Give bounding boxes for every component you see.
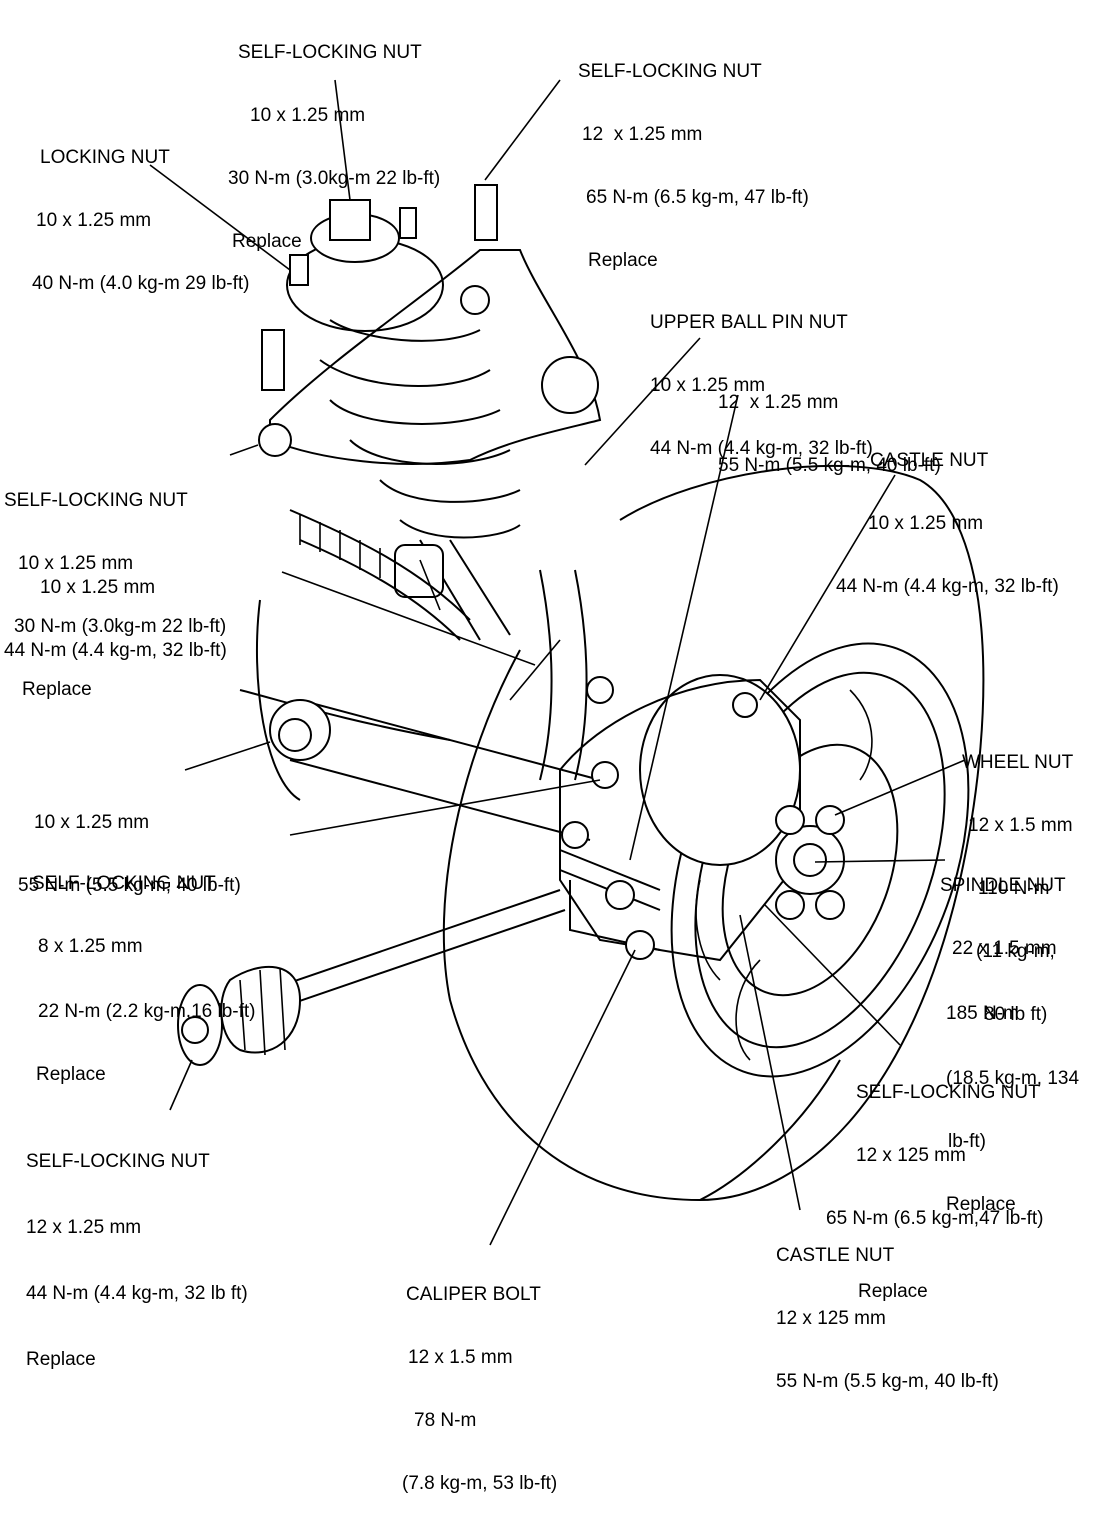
label-left-bolt-44: 10 x 1.25 mm 44 N-m (4.4 kg-m, 32 lb-ft) xyxy=(4,535,227,682)
label-title: LOCKING NUT xyxy=(40,147,170,168)
hub-knuckle xyxy=(559,674,845,962)
label-torque: 110 N-m xyxy=(978,878,1050,899)
leader-lines xyxy=(149,79,966,1246)
label-left-self-locking-nut: SELF-LOCKING NUT 10 x 1.25 mm 30 N-m (3.… xyxy=(4,448,226,721)
label-size: 10 x 1.25 mm xyxy=(650,375,766,396)
label-torque: 30 N-m (3.0kg-m 22 lb-ft) xyxy=(14,616,227,637)
label-note: Replace xyxy=(232,231,302,252)
label-size: 8 x 1.25 mm xyxy=(38,936,143,957)
label-torque: 44 N-m (4.4 kg-m, 32 lb-ft) xyxy=(4,640,227,661)
label-size: 12 x 125 mm xyxy=(856,1145,966,1166)
label-torque: 44 N-m (4.4 kg-m, 32 lb-ft) xyxy=(650,438,873,459)
label-torque: 55 N-m (5.5 kg-m, 40 lb-ft) xyxy=(718,455,941,476)
label-torque: 55 N-m (5.5 kg-m, 40 lb-ft) xyxy=(776,1371,999,1392)
label-size: 10 x 1.25 mm xyxy=(18,553,134,574)
label-size: 12 x 1.5 mm xyxy=(408,1347,513,1368)
label-title: WHEEL NUT xyxy=(962,752,1074,773)
label-torque: 55 N-m (5.5 kg-m, 40 lb-ft) xyxy=(18,875,241,896)
label-size: 12 x 1.25 mm xyxy=(582,124,703,145)
label-caliper-bolt: CALIPER BOLT 12 x 1.5 mm 78 N-m (7.8 kg-… xyxy=(402,1242,557,1515)
label-torque: 78 N-m xyxy=(414,1410,477,1431)
label-torque-kg: (7.8 kg-m, 53 lb-ft) xyxy=(402,1473,558,1494)
label-size: 12 x 1.25 mm xyxy=(26,1217,142,1238)
label-title: SPINDLE NUT xyxy=(940,875,1066,896)
label-torque: 65 N-m (6.5 kg-m, 47 lb-ft) xyxy=(586,187,809,208)
label-torque: 40 N-m (4.0 kg-m 29 lb-ft) xyxy=(32,273,250,294)
label-right-self-locking-nut: SELF-LOCKING NUT 12 x 125 mm 65 N-m (6.5… xyxy=(826,1040,1044,1323)
label-title: CASTLE NUT xyxy=(776,1245,895,1266)
label-self-locking-nut-8: SELF-LOCKING NUT 8 x 1.25 mm 22 N-m (2.2… xyxy=(32,831,256,1106)
label-bottom-self-locking-nut: SELF-LOCKING NUT 12 x 1.25 mm 44 N-m (4.… xyxy=(26,1109,248,1391)
label-note: Replace xyxy=(946,1194,1016,1215)
label-title: SELF-LOCKING NUT xyxy=(238,42,422,63)
label-note: Replace xyxy=(22,679,92,700)
label-left-bolt-55: 10 x 1.25 mm 55 N-m (5.5 kg-m, 40 lb-ft) xyxy=(18,770,241,917)
label-title: SELF-LOCKING NUT xyxy=(4,490,188,511)
label-top-self-locking-nut: SELF-LOCKING NUT 10 x 1.25 mm 30 N-m (3.… xyxy=(228,0,440,273)
label-upper-ball-pin-nut: UPPER BALL PIN NUT 10 x 1.25 mm 44 N-m (… xyxy=(650,270,873,480)
label-size: 10 x 1.25 mm xyxy=(34,812,150,833)
label-size: 12 x 1.25 mm xyxy=(718,392,839,413)
label-bolt-12-55: 12 x 1.25 mm 55 N-m (5.5 kg-m, 40 lb-ft) xyxy=(718,350,941,497)
label-title: CALIPER BOLT xyxy=(406,1284,541,1305)
label-size: 10 x 1.25 mm xyxy=(40,577,156,598)
label-torque-lb: lb-ft) xyxy=(948,1131,986,1152)
label-size: 12 x 1.5 mm xyxy=(968,815,1073,836)
label-torque: 22 N-m (2.2 kg-m,16 lb-ft) xyxy=(38,1001,256,1022)
suspension-diagram xyxy=(149,79,985,1246)
label-locking-nut: LOCKING NUT 10 x 1.25 mm 40 N-m (4.0 kg-… xyxy=(32,105,250,315)
label-note: Replace xyxy=(26,1349,96,1370)
label-wheel-nut: WHEEL NUT 12 x 1.5 mm 110 N-m (11 kg-m, … xyxy=(962,710,1073,1046)
lower-arm-and-links xyxy=(239,569,661,911)
label-size: 12 x 125 mm xyxy=(776,1308,886,1329)
drive-shaft xyxy=(177,889,566,1066)
label-note: Replace xyxy=(588,250,658,271)
label-title: CASTLE NUT xyxy=(870,450,989,471)
label-torque: 185 N-m xyxy=(946,1003,1019,1024)
label-title: UPPER BALL PIN NUT xyxy=(650,312,848,333)
label-note: Replace xyxy=(858,1281,928,1302)
label-castle-nut-upper: CASTLE NUT 10 x 1.25 mm 44 N-m (4.4 kg-m… xyxy=(836,408,1059,618)
upper-control-arm xyxy=(258,184,602,465)
label-size: 10 x 1.25 mm xyxy=(868,513,984,534)
stabilizer-bar xyxy=(289,509,471,641)
label-torque: 44 N-m (4.4 kg-m, 32 lb-ft) xyxy=(836,576,1059,597)
label-size: 10 x 1.25 mm xyxy=(250,105,366,126)
label-torque-kg: (18.5 kg-m, 134 xyxy=(946,1068,1080,1089)
label-torque-kg: (11 kg-m, xyxy=(976,941,1055,962)
label-castle-nut-lower: CASTLE NUT 12 x 125 mm 55 N-m (5.5 kg-m,… xyxy=(776,1203,999,1413)
label-size: 22 x 1.5 mm xyxy=(952,938,1057,959)
label-note: Replace xyxy=(36,1064,106,1085)
label-top-right-self-locking-nut: SELF-LOCKING NUT 12 x 1.25 mm 65 N-m (6.… xyxy=(578,19,809,292)
label-title: SELF-LOCKING NUT xyxy=(32,873,216,894)
label-title: SELF-LOCKING NUT xyxy=(578,61,762,82)
label-torque: 65 N-m (6.5 kg-m,47 lb-ft) xyxy=(826,1208,1044,1229)
label-title: SELF-LOCKING NUT xyxy=(856,1082,1040,1103)
label-size: 10 x 1.25 mm xyxy=(36,210,152,231)
label-torque: 30 N-m (3.0kg-m 22 lb-ft) xyxy=(228,168,441,189)
label-spindle-nut: SPINDLE NUT 22 x 1.5 mm 185 N-m (18.5 kg… xyxy=(940,833,1079,1236)
label-title: SELF-LOCKING NUT xyxy=(26,1151,210,1172)
label-torque-lb: 80 lb ft) xyxy=(984,1004,1048,1025)
label-torque: 44 N-m (4.4 kg-m, 32 lb ft) xyxy=(26,1283,248,1304)
